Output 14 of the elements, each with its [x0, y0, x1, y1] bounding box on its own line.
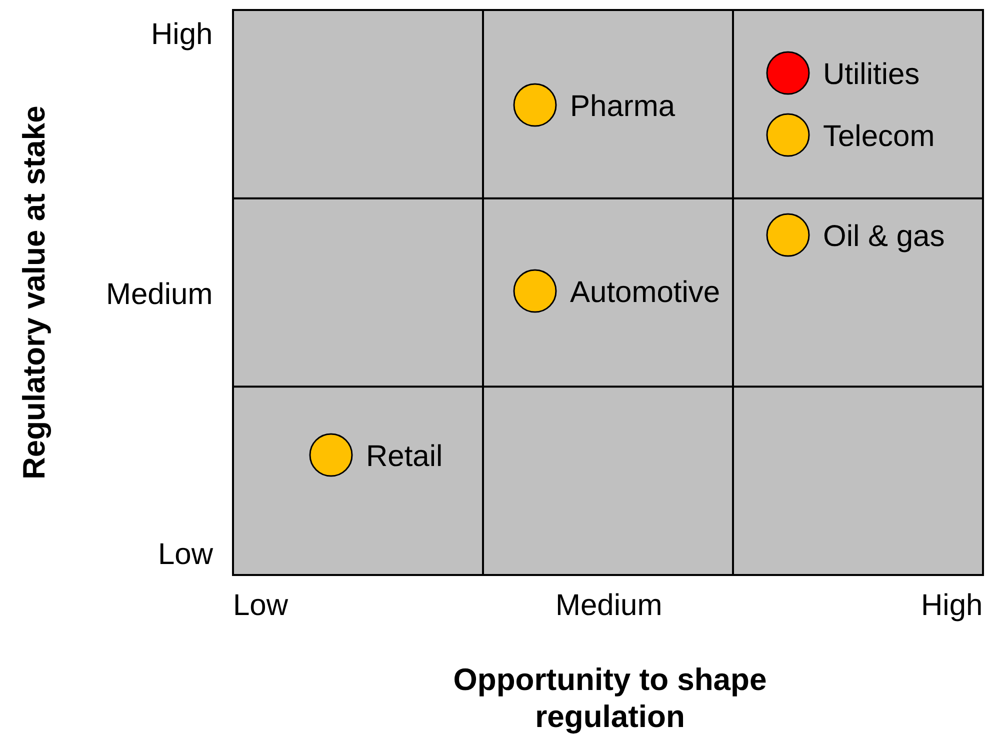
- axis-tick-label: Low: [158, 540, 214, 570]
- item-label: Telecom: [823, 122, 935, 152]
- item-label: Oil & gas: [823, 222, 945, 252]
- axis-tick-label: High: [151, 20, 213, 50]
- axis-title: Regulatory value at stake: [15, 105, 52, 480]
- item-label: Pharma: [570, 92, 676, 122]
- axis-tick-label: Medium: [556, 591, 662, 621]
- axis-title: Opportunity to shape regulation: [452, 661, 768, 736]
- axis-tick-label: Medium: [106, 280, 213, 310]
- axis-tick-label: High: [921, 591, 983, 621]
- item-label: Retail: [366, 442, 443, 472]
- axis-tick-label: Low: [233, 591, 288, 621]
- item-label: Automotive: [570, 278, 720, 308]
- item-label: Utilities: [823, 60, 920, 90]
